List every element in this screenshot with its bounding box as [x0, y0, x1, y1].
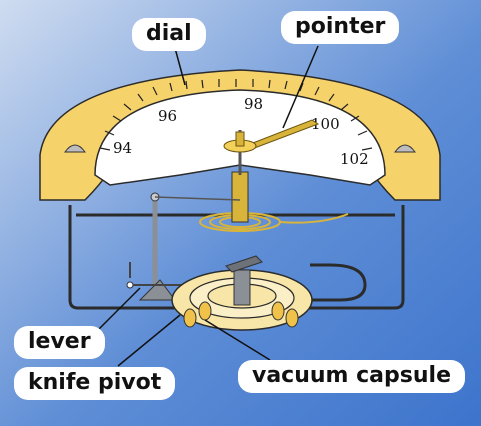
tick-label-94: 94	[113, 139, 132, 157]
label-dial: dial	[132, 18, 206, 51]
right-screw	[394, 144, 416, 153]
spindle	[231, 171, 249, 223]
lever-base	[138, 279, 176, 301]
leader-dial	[174, 47, 186, 86]
label-vacuum-capsule: vacuum capsule	[238, 360, 465, 393]
tick-label-98: 98	[244, 95, 263, 113]
tick-label-96: 96	[158, 107, 177, 125]
tick-label-102: 102	[340, 150, 369, 168]
dial-ticks	[99, 79, 373, 151]
leader-knife-pivot	[117, 314, 181, 367]
leader-lever	[97, 287, 141, 331]
label-lever: lever	[14, 326, 105, 359]
label-knife-pivot: knife pivot	[14, 367, 176, 400]
leader-lines	[97, 45, 319, 367]
pointer-cap	[235, 131, 245, 147]
frame-right-loop	[300, 263, 367, 302]
capsule-post	[233, 269, 251, 306]
left-screw	[64, 144, 86, 153]
tick-label-100: 100	[311, 115, 340, 133]
leader-vacuum-capsule	[204, 319, 271, 361]
capsule-post-cap	[225, 255, 263, 273]
leader-pointer	[282, 45, 319, 129]
lever-link	[154, 196, 241, 201]
label-pointer: pointer	[281, 11, 400, 44]
knife-pivot-point	[126, 281, 134, 289]
